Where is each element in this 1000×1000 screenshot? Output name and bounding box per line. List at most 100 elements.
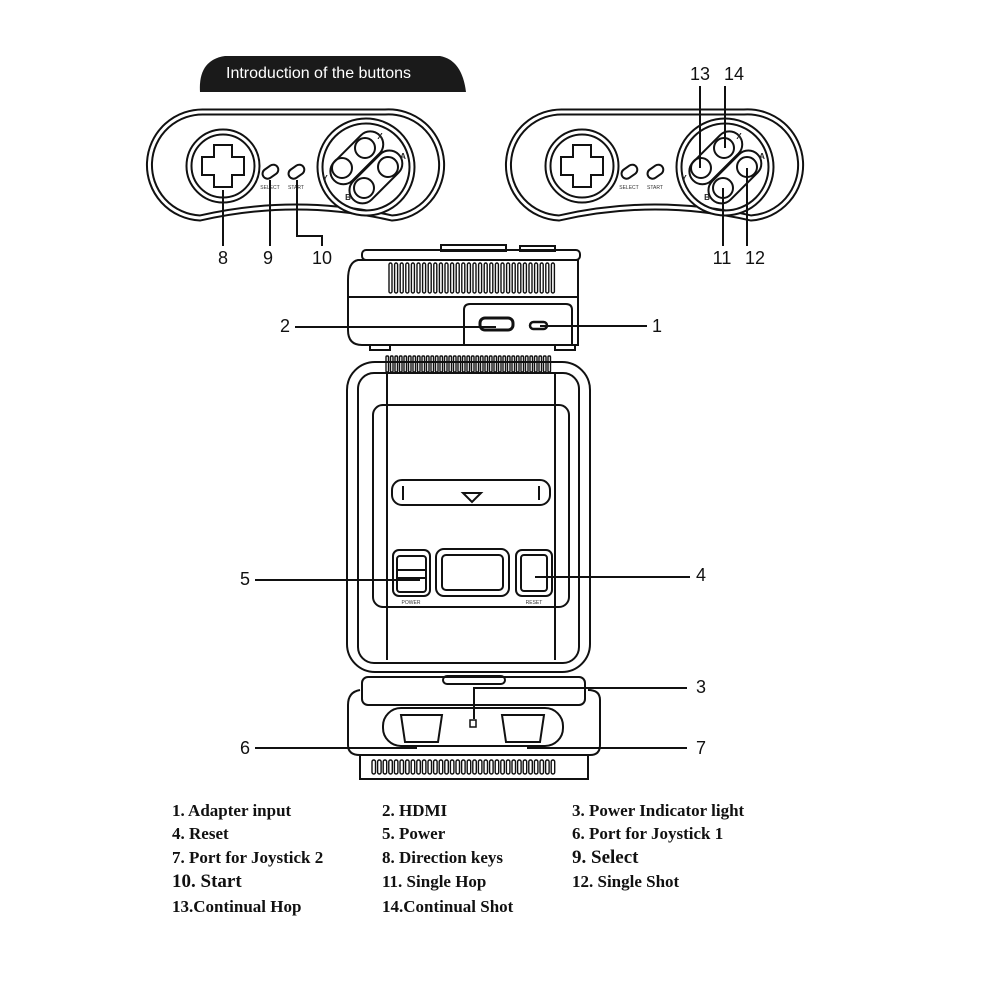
vent-slot bbox=[410, 262, 416, 294]
vent-slot bbox=[494, 262, 500, 294]
vent-slot bbox=[371, 759, 377, 775]
vent-slot bbox=[416, 262, 421, 294]
vent-slot bbox=[511, 759, 517, 775]
vent-slot bbox=[506, 355, 511, 373]
vent-slot bbox=[444, 262, 449, 294]
power-label: POWER bbox=[402, 600, 421, 606]
legend-item: 4. Reset bbox=[172, 824, 229, 843]
rear-vents bbox=[388, 262, 556, 294]
vent-slot bbox=[533, 759, 539, 775]
legend-item: 5. Power bbox=[382, 824, 446, 843]
callout-10: 10 bbox=[312, 248, 332, 268]
vent-slot bbox=[398, 355, 403, 373]
vent-slot bbox=[517, 262, 522, 294]
legend-item: 10. Start bbox=[172, 871, 242, 892]
vent-slot bbox=[542, 355, 547, 373]
controller-right: SELECT START X A Y B 13 14 11 12 bbox=[508, 64, 800, 268]
callout-12: 12 bbox=[745, 248, 765, 268]
vent-slot bbox=[516, 759, 522, 775]
vent-slot bbox=[457, 355, 462, 373]
hdmi-port bbox=[478, 316, 515, 332]
button-y-label: Y bbox=[681, 174, 687, 183]
callout-11: 11 bbox=[713, 248, 732, 268]
vent-slot bbox=[416, 759, 421, 775]
button-x-label: X bbox=[377, 132, 383, 141]
vent-slot bbox=[407, 355, 412, 373]
power-indicator-light bbox=[469, 719, 477, 728]
controller-drawing bbox=[508, 112, 800, 218]
header-tab bbox=[199, 56, 467, 92]
legend-item: 9. Select bbox=[572, 847, 639, 868]
top-vents bbox=[385, 355, 552, 373]
vent-slot bbox=[483, 262, 488, 294]
vent-slot bbox=[493, 355, 498, 373]
callout-14: 14 bbox=[724, 64, 744, 84]
legend-item: 3. Power Indicator light bbox=[572, 801, 745, 820]
vent-slot bbox=[539, 262, 544, 294]
vent-slot bbox=[472, 262, 477, 294]
vent-slot bbox=[550, 262, 556, 294]
vent-slot bbox=[505, 759, 511, 775]
vent-slot bbox=[502, 355, 507, 373]
vent-slot bbox=[460, 759, 466, 775]
vent-slot bbox=[470, 355, 475, 373]
vent-slot bbox=[477, 262, 483, 294]
button-x-label: X bbox=[736, 132, 742, 141]
legend-item: 1. Adapter input bbox=[172, 801, 292, 820]
button-b-label: B bbox=[345, 193, 351, 202]
vent-slot bbox=[488, 355, 493, 373]
vent-slot bbox=[466, 759, 472, 775]
vent-slot bbox=[461, 262, 466, 294]
vent-slot bbox=[421, 262, 427, 294]
vent-slot bbox=[472, 759, 477, 775]
vent-slot bbox=[494, 759, 500, 775]
vent-slot bbox=[403, 355, 408, 373]
vent-slot bbox=[399, 759, 405, 775]
vent-slot bbox=[405, 262, 410, 294]
vent-slot bbox=[489, 262, 494, 294]
callout-9: 9 bbox=[263, 248, 273, 268]
vent-slot bbox=[477, 759, 483, 775]
vent-slot bbox=[439, 355, 444, 373]
vent-slot bbox=[505, 262, 511, 294]
vent-slot bbox=[388, 759, 393, 775]
vent-slot bbox=[544, 759, 550, 775]
vent-slot bbox=[466, 355, 471, 373]
callout-1: 1 bbox=[652, 316, 662, 336]
legend-item: 13.Continual Hop bbox=[172, 897, 301, 916]
legend-item: 12. Single Shot bbox=[572, 872, 680, 891]
vent-slot bbox=[533, 355, 538, 373]
legend-item: 2. HDMI bbox=[382, 801, 448, 820]
legend: 1. Adapter input 2. HDMI 3. Power Indica… bbox=[172, 801, 745, 916]
button-a-label: A bbox=[400, 152, 406, 161]
callout-5: 5 bbox=[240, 569, 250, 589]
joystick-port-1 bbox=[399, 714, 444, 743]
vent-slot bbox=[550, 759, 556, 775]
button-y-label: Y bbox=[322, 174, 328, 183]
vent-slot bbox=[438, 759, 444, 775]
legend-item: 14.Continual Shot bbox=[382, 897, 514, 916]
vent-slot bbox=[533, 262, 539, 294]
console-top-view: POWER RESET 5 4 bbox=[240, 355, 706, 673]
vent-slot bbox=[389, 355, 394, 373]
select-label: SELECT bbox=[619, 185, 638, 191]
vent-slot bbox=[432, 759, 438, 775]
reset-button bbox=[515, 549, 553, 597]
vent-slot bbox=[443, 355, 448, 373]
vent-slot bbox=[455, 262, 460, 294]
vent-slot bbox=[427, 759, 433, 775]
vent-slot bbox=[528, 262, 533, 294]
vent-slot bbox=[410, 759, 416, 775]
legend-item: 8. Direction keys bbox=[382, 848, 503, 867]
vent-slot bbox=[524, 355, 529, 373]
joystick-port-2 bbox=[500, 714, 546, 743]
button-a-label: A bbox=[759, 152, 765, 161]
legend-item: 6. Port for Joystick 1 bbox=[572, 824, 723, 843]
vent-slot bbox=[421, 355, 426, 373]
controller-drawing bbox=[149, 112, 441, 218]
vent-slot bbox=[430, 355, 435, 373]
vent-slot bbox=[528, 759, 533, 775]
vent-slot bbox=[479, 355, 484, 373]
